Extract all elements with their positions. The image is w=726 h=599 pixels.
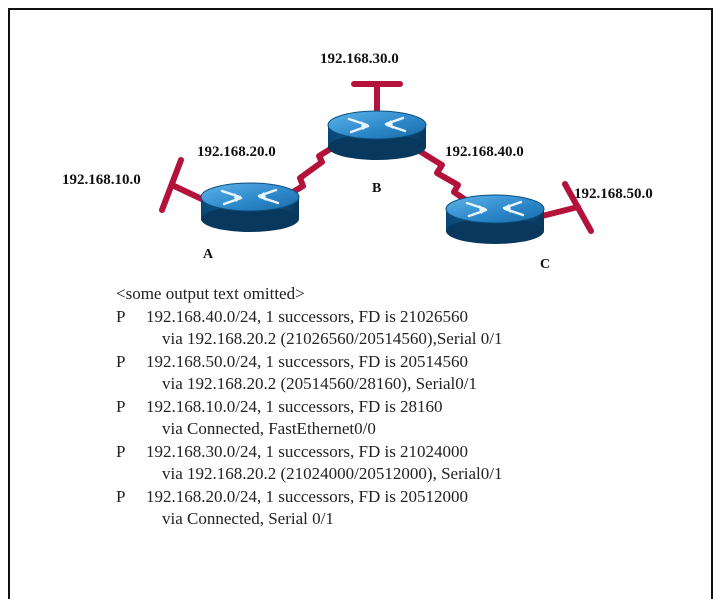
- route-via-line: via 192.168.20.2 (21024000/20512000), Se…: [116, 463, 706, 486]
- router-a-icon: [199, 181, 301, 234]
- ethernet-links: [159, 81, 594, 234]
- route-state-code: P: [116, 441, 126, 461]
- serial-link-a-b: [280, 145, 335, 201]
- route-next-hop: via 192.168.20.2 (20514560/28160), Seria…: [162, 374, 477, 393]
- route-via-line: via Connected, FastEthernet0/0: [116, 418, 706, 441]
- eigrp-topology-output: <some output text omitted> P 192.168.40.0…: [116, 283, 706, 531]
- router-label-b: B: [372, 181, 381, 196]
- route-summary: 192.168.10.0/24, 1 successors, FD is 281…: [146, 396, 443, 416]
- network-label-20: 192.168.20.0: [197, 144, 276, 160]
- route-summary: 192.168.30.0/24, 1 successors, FD is 210…: [146, 441, 469, 461]
- output-omitted-note: <some output text omitted>: [116, 284, 305, 303]
- route-state-code: P: [116, 306, 126, 326]
- serial-link-b-c: [418, 149, 473, 206]
- router-b-icon: [326, 109, 428, 162]
- route-via-line: via 192.168.20.2 (20514560/28160), Seria…: [116, 373, 706, 396]
- router-label-a: A: [203, 247, 214, 262]
- network-label-40: 192.168.40.0: [445, 144, 524, 160]
- network-label-10: 192.168.10.0: [62, 172, 141, 188]
- route-entry-line: P 192.168.30.0/24, 1 successors, FD is 21…: [116, 441, 706, 464]
- ethernet-50-stem: [539, 204, 581, 219]
- serial-links: [280, 145, 473, 206]
- router-label-c: C: [540, 257, 550, 272]
- route-entry-line: P 192.168.50.0/24, 1 successors, FD is 20…: [116, 351, 706, 374]
- route-state-code: P: [116, 396, 126, 416]
- network-topology-diagram: 192.168.30.0 192.168.20.0 192.168.40.0 1…: [62, 51, 653, 272]
- route-summary: 192.168.50.0/24, 1 successors, FD is 205…: [146, 351, 469, 371]
- route-next-hop: via 192.168.20.2 (21024000/20512000), Se…: [162, 464, 503, 483]
- router-c-icon: [444, 193, 546, 246]
- route-next-hop: via 192.168.20.2 (21026560/20514560),Ser…: [162, 329, 503, 348]
- network-label-50: 192.168.50.0: [574, 186, 653, 202]
- route-entry-line: P 192.168.20.0/24, 1 successors, FD is 20…: [116, 486, 706, 509]
- figure-border: [8, 8, 713, 599]
- route-summary: 192.168.20.0/24, 1 successors, FD is 205…: [146, 486, 469, 506]
- network-label-30: 192.168.30.0: [320, 51, 399, 67]
- route-next-hop: via Connected, Serial 0/1: [162, 509, 334, 528]
- ethernet-10-stem: [169, 182, 209, 204]
- route-via-line: via Connected, Serial 0/1: [116, 508, 706, 531]
- route-state-code: P: [116, 351, 126, 371]
- route-state-code: P: [116, 486, 126, 506]
- route-summary: 192.168.40.0/24, 1 successors, FD is 210…: [146, 306, 469, 326]
- route-entry-line: P 192.168.10.0/24, 1 successors, FD is 28…: [116, 396, 706, 419]
- route-next-hop: via Connected, FastEthernet0/0: [162, 419, 376, 438]
- route-via-line: via 192.168.20.2 (21026560/20514560),Ser…: [116, 328, 706, 351]
- route-entry-line: P 192.168.40.0/24, 1 successors, FD is 21…: [116, 306, 706, 329]
